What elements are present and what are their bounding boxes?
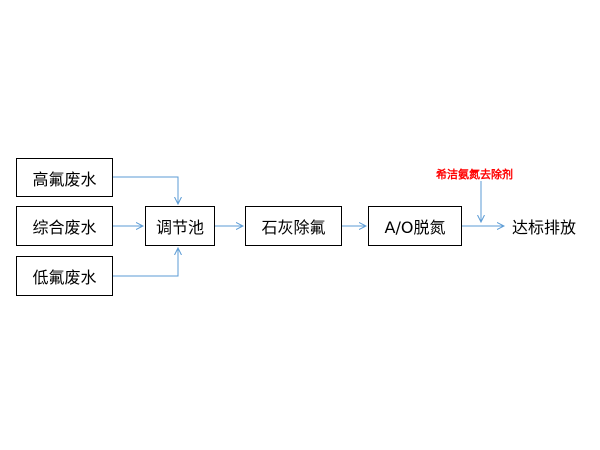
node-label: 高氟废水 — [32, 169, 97, 189]
node-label: 低氟废水 — [32, 268, 97, 287]
node-discharge: 达标排放 — [512, 218, 577, 237]
arrow-low-to-regulating — [113, 248, 178, 277]
node-mixed-wastewater: 综合废水 — [16, 206, 113, 246]
node-label: 调节池 — [155, 218, 204, 237]
dosing-agent-label: 希洁氨氮去除剂 — [436, 168, 513, 181]
node-ao-denitrification: A/O脱氮 — [368, 206, 462, 246]
node-label: 石灰除氟 — [261, 218, 326, 237]
arrow-high-to-regulating — [113, 176, 178, 204]
node-high-fluoride-wastewater: 高氟废水 — [16, 158, 113, 197]
node-regulating-tank: 调节池 — [145, 206, 215, 246]
node-lime-defluorination: 石灰除氟 — [245, 206, 342, 246]
node-label: A/O脱氮 — [384, 218, 446, 237]
node-low-fluoride-wastewater: 低氟废水 — [16, 256, 113, 296]
node-label: 综合废水 — [32, 218, 97, 237]
